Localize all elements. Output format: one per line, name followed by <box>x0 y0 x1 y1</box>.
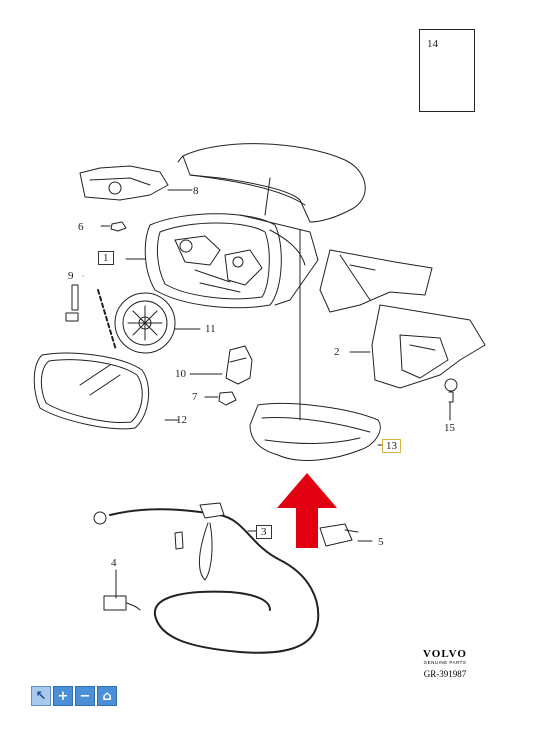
upper-bracket-shape <box>79 165 193 201</box>
mirror-base-shape <box>319 249 486 389</box>
diagram-reference: GR-391987 <box>423 669 467 679</box>
part-label-1: 1 <box>98 251 114 265</box>
pointer-icon: ↖ <box>35 688 47 704</box>
mirror-cover-shape <box>177 143 366 223</box>
lower-cover-shape <box>249 403 381 461</box>
part-label-8: 8 <box>193 185 199 197</box>
part-label-12: 12 <box>176 414 187 426</box>
part-label-15: 15 <box>444 422 455 434</box>
part-label-4: 4 <box>111 557 117 569</box>
zoom-out-button[interactable]: − <box>75 686 95 706</box>
pointer-button[interactable]: ↖ <box>31 686 51 706</box>
nut-shape <box>444 378 458 403</box>
part-label-13: 13 <box>382 439 401 453</box>
motor-adjuster-shape <box>114 292 176 354</box>
bulb-shape <box>100 221 127 232</box>
lamp-module-shape <box>225 345 253 385</box>
part-label-14: 14 <box>427 38 438 50</box>
mirror-housing-shape <box>144 213 319 309</box>
brand-logo: VOLVO <box>423 648 467 660</box>
highlight-arrow <box>277 473 337 548</box>
connector-shape <box>319 523 359 547</box>
brand-tagline: GENUINE PARTS <box>423 660 467 665</box>
part-label-7: 7 <box>192 391 198 403</box>
home-button[interactable]: ⌂ <box>97 686 117 706</box>
inset-box <box>419 29 475 112</box>
part-label-3: 3 <box>256 525 272 539</box>
mirror-glass-shape <box>33 352 150 430</box>
brand-block: VOLVO GENUINE PARTS GR-391987 <box>414 648 476 679</box>
zoom-in-icon: + <box>57 688 69 704</box>
part-label-9: 9 <box>68 270 74 282</box>
part-label-11: 11 <box>205 323 216 335</box>
part-label-10: 10 <box>175 368 186 380</box>
zoom-in-button[interactable]: + <box>53 686 73 706</box>
part-label-6: 6 <box>78 221 84 233</box>
zoom-toolbar: ↖ + − ⌂ <box>31 686 117 706</box>
part-label-5: 5 <box>378 536 384 548</box>
screw-shape <box>65 284 79 322</box>
wiring-harness-shape <box>93 502 320 654</box>
small-bulb-shape <box>218 391 237 406</box>
zoom-out-icon: − <box>79 688 91 704</box>
part-label-2: 2 <box>334 346 340 358</box>
home-icon: ⌂ <box>102 688 112 704</box>
